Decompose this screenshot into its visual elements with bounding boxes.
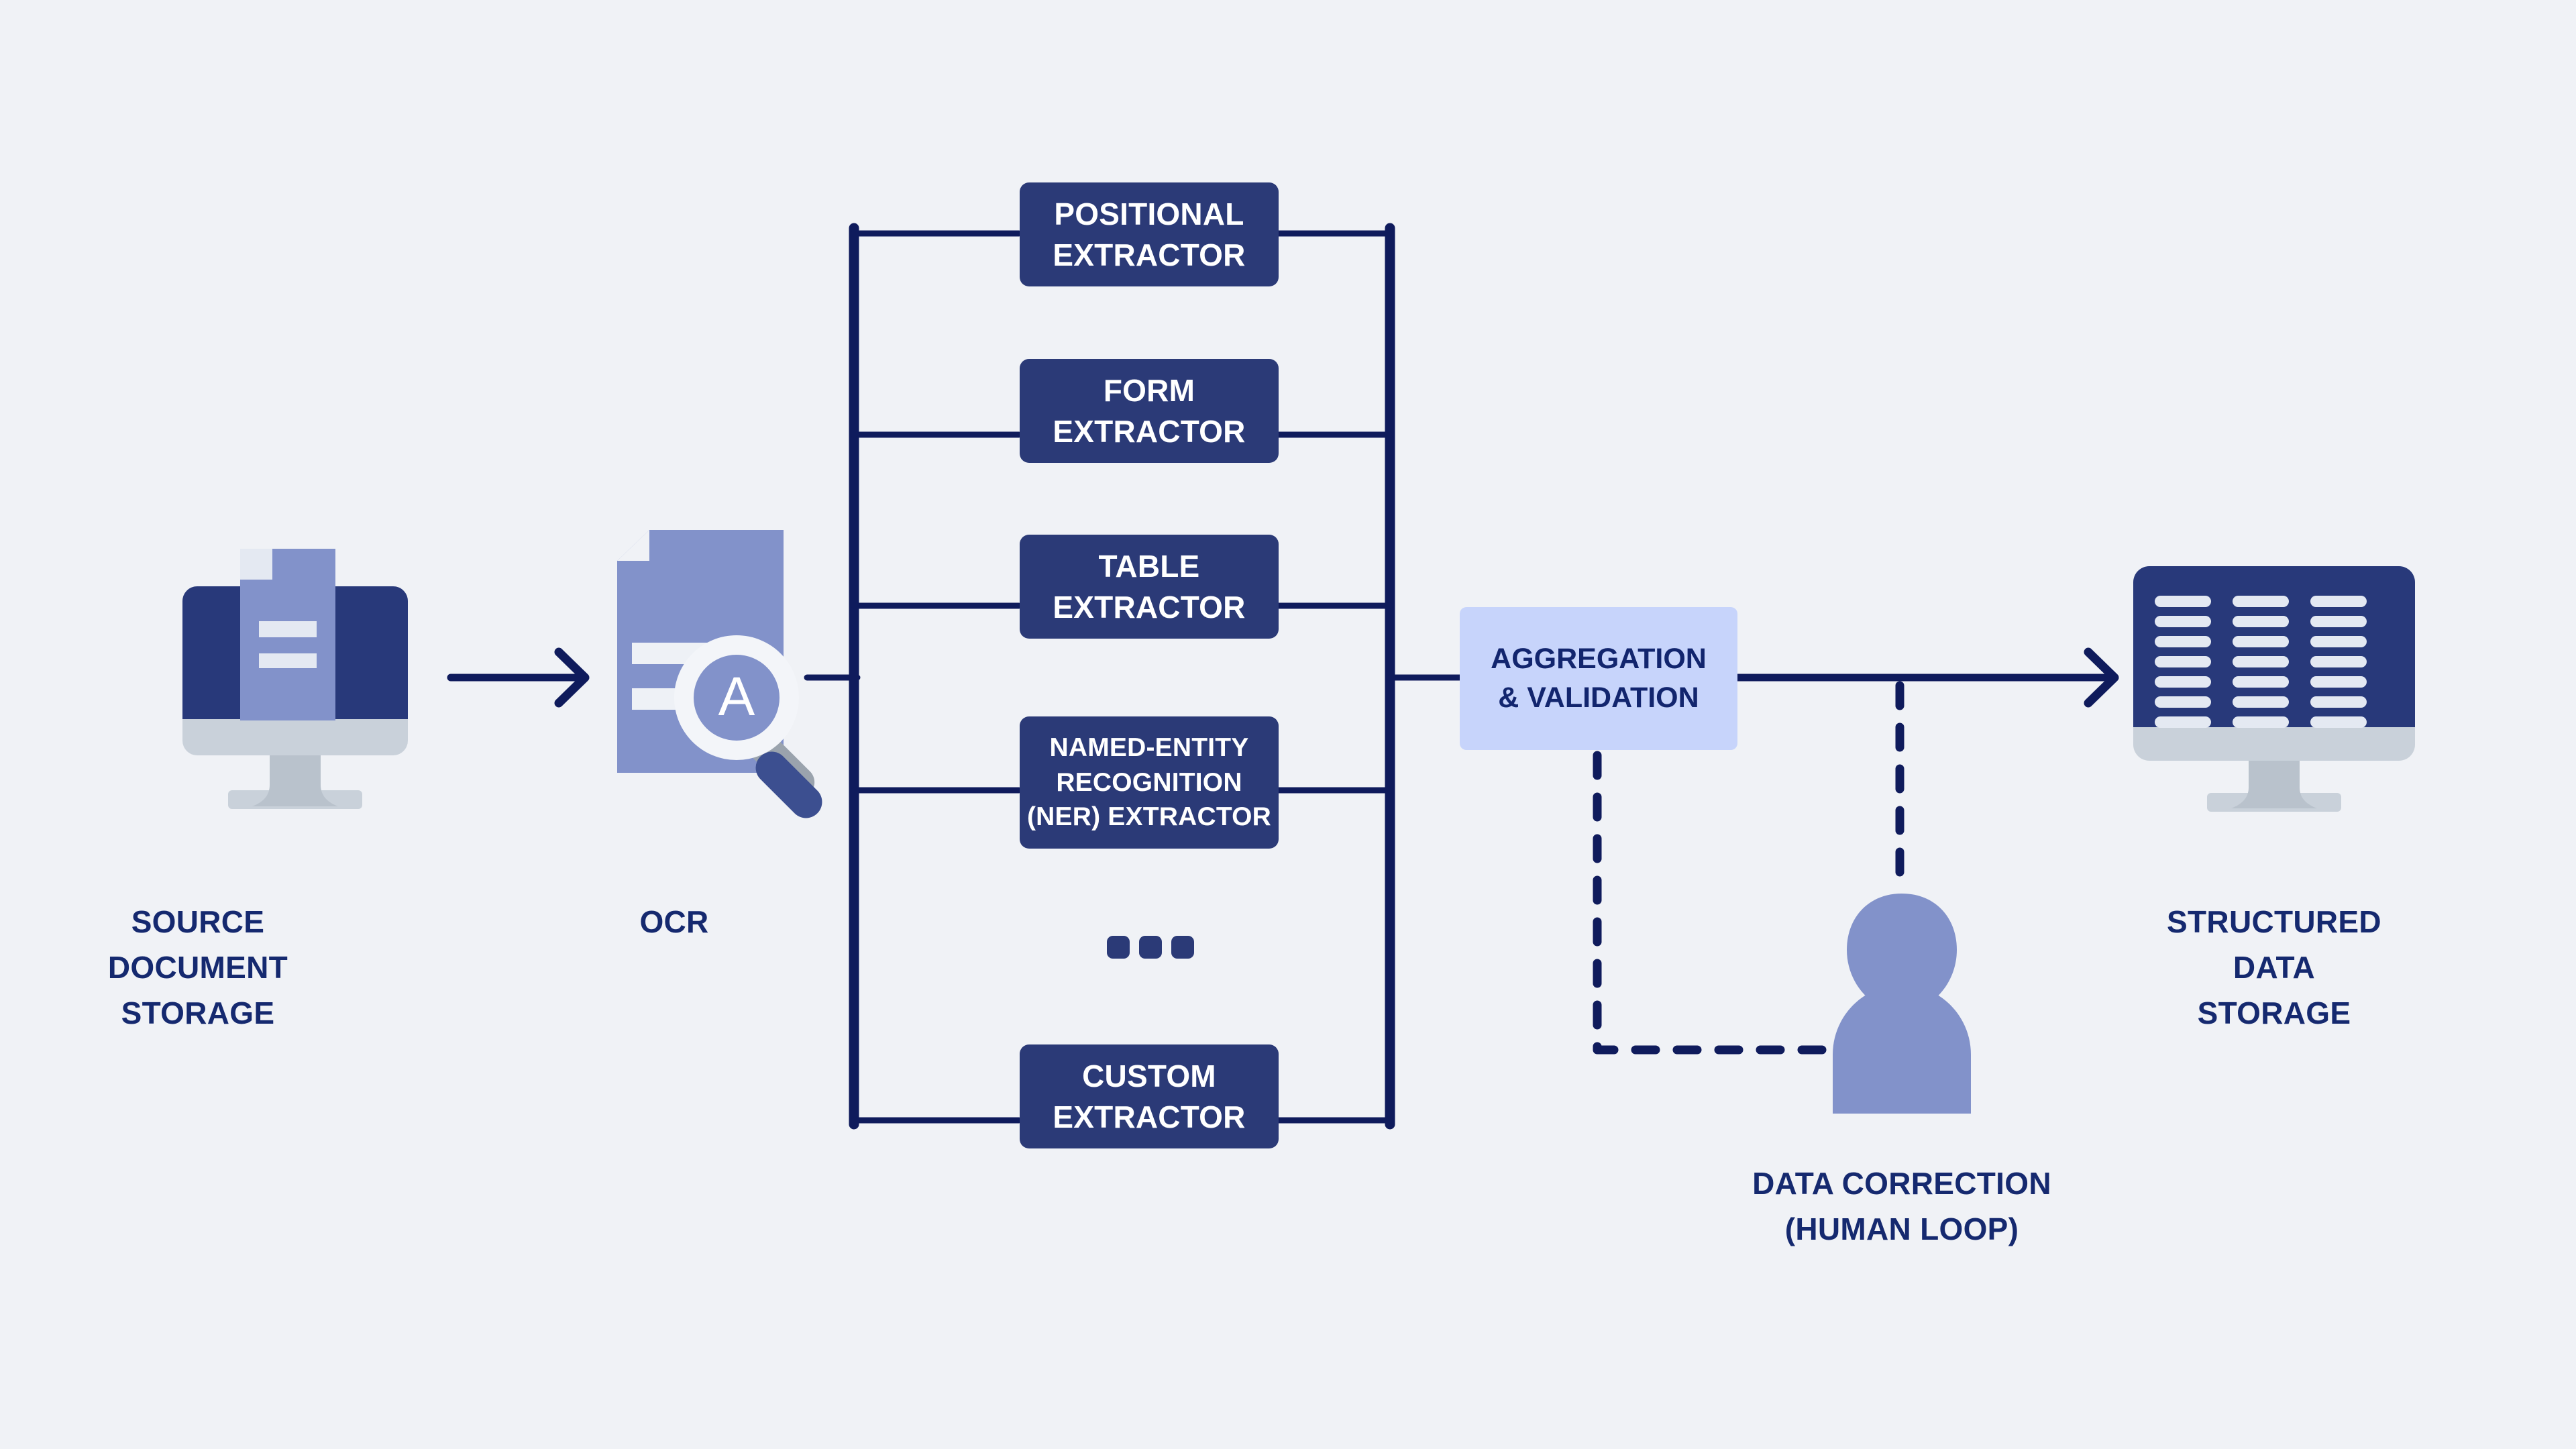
extractor-label-line: EXTRACTOR	[1053, 1099, 1246, 1134]
magnifier-handle	[755, 751, 822, 818]
caption-line: (HUMAN LOOP)	[1784, 1212, 2019, 1247]
aggregation-validation-box[interactable]: AGGREGATION & VALIDATION	[1460, 607, 1737, 750]
monitor-document-icon	[182, 549, 408, 809]
arrow-aggregation-to-destination	[1733, 647, 2119, 708]
table-rows	[2155, 596, 2367, 728]
person-icon	[1833, 894, 1971, 1114]
extractor-label-line: POSITIONAL	[1054, 196, 1244, 231]
extractor-label-line: NAMED-ENTITY	[1049, 733, 1249, 763]
monitor-neck	[252, 751, 338, 806]
magnifier-letter: A	[718, 666, 755, 727]
left-bracket	[849, 223, 1022, 1130]
document-magnifier-a-icon: A	[617, 530, 822, 818]
extractor-label-line: RECOGNITION	[1056, 767, 1242, 797]
extractor-label-line: EXTRACTOR	[1053, 413, 1246, 449]
extractor-box-ner[interactable]: NAMED-ENTITY RECOGNITION (NER) EXTRACTOR	[1020, 716, 1279, 849]
dashed-aggregation-to-person	[1593, 751, 1832, 1055]
extractor-label-line: CUSTOM	[1082, 1058, 1216, 1093]
caption-line: DOCUMENT	[107, 950, 288, 985]
document-line-2	[259, 653, 317, 668]
extractor-label-line: FORM	[1103, 372, 1195, 408]
caption-line: DATA	[2233, 950, 2316, 985]
person-head	[1847, 894, 1957, 1012]
extractor-label-line: EXTRACTOR	[1053, 589, 1246, 625]
ellipsis-dot	[1139, 936, 1162, 959]
document-line-1	[259, 621, 317, 637]
table-column	[2233, 596, 2289, 728]
ellipsis-dot	[1171, 936, 1194, 959]
extractor-box-table[interactable]: TABLE EXTRACTOR	[1020, 535, 1279, 639]
extractor-box-custom[interactable]: CUSTOM EXTRACTOR	[1020, 1044, 1279, 1148]
caption-line: OCR	[639, 904, 709, 939]
table-column	[2310, 596, 2367, 728]
extractor-box-positional[interactable]: POSITIONAL EXTRACTOR	[1020, 182, 1279, 286]
right-bracket	[1275, 223, 1395, 1130]
aggregation-label-line: & VALIDATION	[1498, 681, 1699, 714]
extractor-label-line: EXTRACTOR	[1053, 237, 1246, 272]
extractor-label-line: (NER) EXTRACTOR	[1026, 802, 1272, 832]
monitor-table-icon	[2133, 566, 2415, 812]
caption-data-correction: DATA CORRECTION (HUMAN LOOP)	[1623, 1161, 2180, 1252]
caption-line: DATA CORRECTION	[1752, 1166, 2051, 1201]
extractor-box-form[interactable]: FORM EXTRACTOR	[1020, 359, 1279, 463]
table-column	[2155, 596, 2211, 728]
caption-line: STRUCTURED	[2167, 904, 2381, 939]
caption-line: SOURCE	[131, 904, 265, 939]
caption-line: STORAGE	[121, 996, 275, 1031]
ellipsis-dot	[1107, 936, 1130, 959]
caption-line: STORAGE	[2197, 996, 2351, 1031]
extractor-label-line: TABLE	[1098, 548, 1200, 584]
arrow-source-to-ocr	[447, 647, 590, 708]
aggregation-label-line: AGGREGATION	[1491, 642, 1707, 675]
caption-structured-data-storage: STRUCTURED DATA STORAGE	[2100, 899, 2449, 1036]
ocr-document-fold	[617, 530, 649, 561]
caption-source-document-storage: SOURCE DOCUMENT STORAGE	[74, 899, 322, 1036]
magnifier-lens	[694, 655, 780, 741]
monitor-neck	[2231, 755, 2317, 808]
ellipsis-more-extractors	[1107, 936, 1194, 959]
caption-ocr: OCR	[590, 899, 758, 945]
document-fold	[240, 549, 272, 580]
person-body	[1833, 985, 1971, 1114]
